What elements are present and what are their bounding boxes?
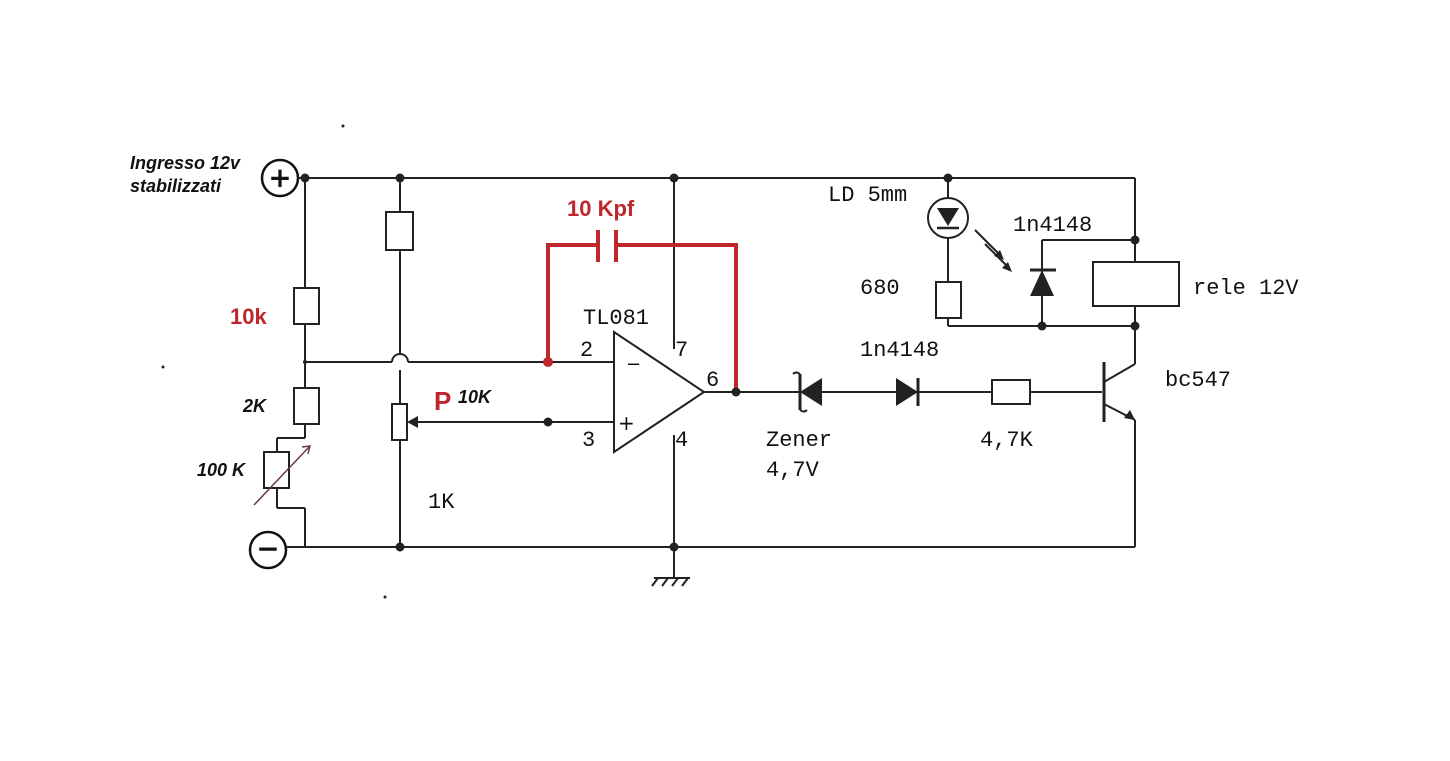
- r-100k-label: 100 K: [197, 460, 247, 480]
- input-title-label: Ingresso 12v: [130, 153, 241, 173]
- pin4-label: 4: [675, 428, 688, 453]
- output-chain: [792, 371, 1102, 413]
- diode-triangle: [896, 378, 918, 406]
- relay-branch: [1030, 178, 1180, 326]
- resistor-4k7: [991, 379, 1031, 405]
- negative-terminal: −: [248, 530, 288, 570]
- r-2k-label: 2K: [242, 396, 268, 416]
- reference-branch: [385, 178, 614, 547]
- diode-mid-label: 1n4148: [860, 338, 939, 363]
- led-label: LD 5mm: [828, 183, 907, 208]
- junction-dots: [161, 124, 1140, 599]
- pin6-label: 6: [706, 368, 719, 393]
- pin2-label: 2: [580, 338, 593, 363]
- thermistor-100k: [263, 451, 290, 489]
- resistor-top: [385, 211, 414, 251]
- pin7-label: 7: [675, 338, 688, 363]
- wiper-arrow: [407, 416, 418, 428]
- resistor-2k: [293, 387, 320, 425]
- zener-voltage-label: 4,7V: [766, 458, 820, 483]
- r-base-label: 4,7K: [980, 428, 1034, 453]
- pot-value-label: 10K: [458, 387, 493, 407]
- pot-letter-label: P: [434, 386, 451, 416]
- resistor-10k: [293, 287, 320, 325]
- opamp-tl081: − +: [548, 178, 800, 547]
- relay-label: rele 12V: [1193, 276, 1299, 301]
- r-680-label: 680: [860, 276, 900, 301]
- led-branch: [927, 178, 1135, 327]
- thermistor-arrow: [253, 445, 311, 506]
- positive-terminal: +: [260, 158, 300, 198]
- transistor-bc547: [1102, 326, 1136, 547]
- zener-triangle: [800, 378, 822, 406]
- relay-coil: [1092, 261, 1180, 307]
- minus-symbol: −: [256, 532, 279, 565]
- feedback-capacitor: [543, 230, 738, 392]
- plus-symbol: +: [268, 161, 291, 194]
- inverting-sign: −: [626, 354, 641, 375]
- zener-label: Zener: [766, 428, 832, 453]
- potentiometer-10k: [391, 403, 408, 441]
- noninverting-sign: +: [618, 411, 635, 435]
- input-sub-label: stabilizzati: [130, 176, 222, 196]
- transistor-label: bc547: [1165, 368, 1231, 393]
- rail-wires: [286, 177, 1135, 548]
- flyback-diode: [1030, 270, 1054, 296]
- opamp-label: TL081: [583, 306, 649, 331]
- pin3-label: 3: [582, 428, 595, 453]
- ground-symbol: [651, 547, 690, 587]
- r-10k-label: 10k: [230, 304, 267, 329]
- divider-branch: [253, 178, 548, 547]
- diode-top-label: 1n4148: [1013, 213, 1092, 238]
- cap-label: 10 Kpf: [567, 196, 635, 221]
- resistor-680: [935, 281, 962, 319]
- r-1k-label: 1K: [428, 490, 455, 515]
